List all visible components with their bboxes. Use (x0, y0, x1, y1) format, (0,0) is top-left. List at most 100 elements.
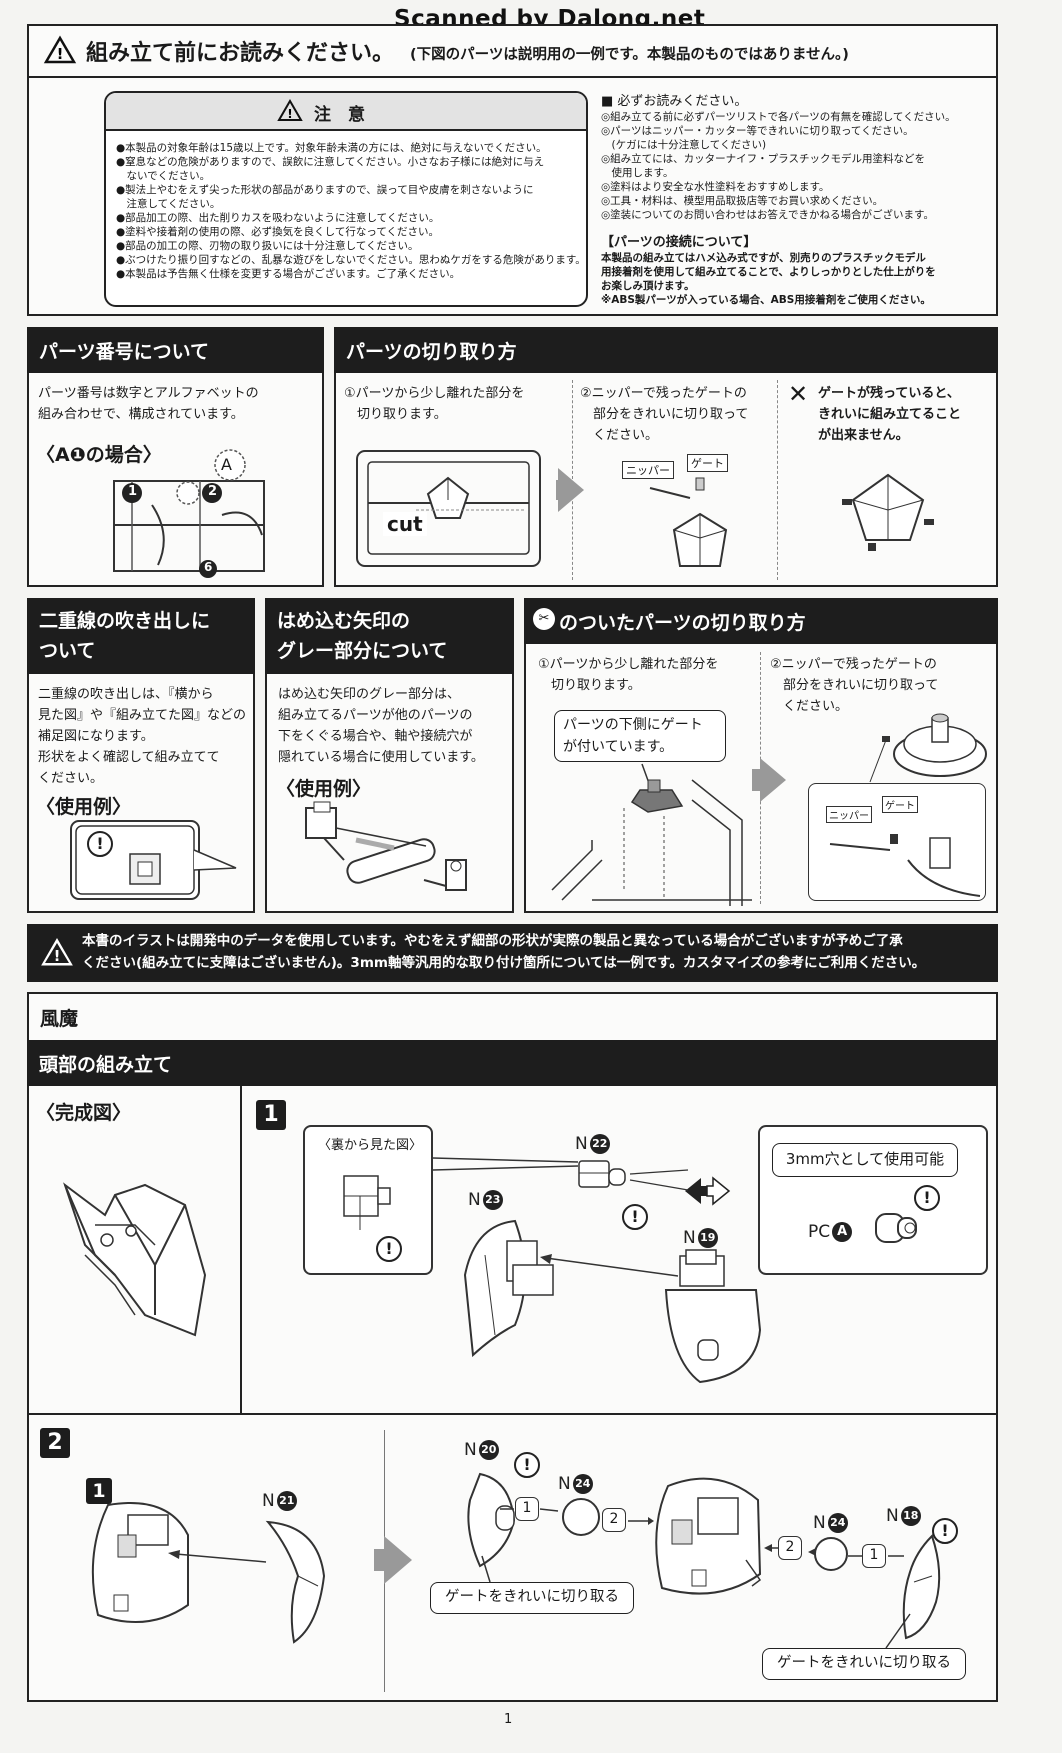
part-numbers-example-label: 〈A❶の場合〉 (36, 444, 162, 466)
gate-tag: ゲート (687, 454, 728, 472)
helmet-assembled-illustration (655, 1477, 762, 1595)
x-mark-icon: ✕ (788, 380, 809, 408)
gate-part-illustration (869, 713, 987, 783)
page-number: 1 (504, 1712, 513, 1727)
gate-underside-callout: パーツの下側にゲート が付いています。 (554, 710, 726, 762)
next-arrow-stem (752, 769, 762, 791)
step-1-badge: 1 (256, 1100, 286, 1130)
caution-item: ●部品の加工の際、刃物の取り扱いには十分注意してください。 (116, 240, 419, 252)
connection-text: 本製品の組み立てはハメ込み式ですが、別売りのプラスチックモデル 用接着剤を使用し… (601, 252, 936, 306)
caution-item: ●塗料や接着剤の使用の際、必ず換気を良くして行なってください。 (116, 226, 440, 238)
cutting-step2: ②ニッパーで残ったゲートの 部分をきれいに切り取って ください。 (580, 386, 749, 443)
caution-list: ●本製品の対象年齢は15歳以上です。対象年齢未満の方には、絶対に与えないでくださ… (116, 141, 586, 281)
next-arrow-stem (374, 1549, 386, 1571)
sub-step-1-badge: 1 (86, 1478, 112, 1504)
gate-mark-icon: ✂ (533, 608, 555, 630)
completed-column-divider (240, 1086, 242, 1414)
read-notes-title: ■ 必ずお読みください。 (601, 94, 748, 109)
step-row-divider (27, 1413, 998, 1415)
next-arrow-icon (384, 1536, 412, 1584)
caution-item: ●部品加工の際、出た削りカスを吸わないように注意してください。 (116, 212, 440, 224)
order-arrows-b (764, 1544, 904, 1557)
gray-arrow-example-label: 〈使用例〉 (276, 778, 372, 800)
assembly-arrow (540, 1254, 679, 1277)
notice-banner (27, 924, 998, 982)
read-note-item: ◎塗装についてのお問い合わせはお答えできかねる場合がございます。 (601, 209, 934, 221)
cutting-step1: ①パーツから少し離れた部分を 切り取ります。 (344, 386, 525, 422)
attention-icon: ! (87, 831, 113, 857)
step-2-badge: 2 (40, 1428, 70, 1458)
order-arrows (500, 1508, 654, 1525)
gate-note-pointer (481, 1555, 491, 1583)
caution-title: 注 意 (314, 105, 365, 125)
cutting-header: パーツの切り取り方 (334, 327, 998, 373)
completed-label: 〈完成図〉 (36, 1102, 132, 1124)
svg-text:!: ! (54, 947, 61, 965)
gate-note-pointer-b (885, 1613, 911, 1649)
next-arrow-stem (556, 480, 566, 500)
marked-parts-header (524, 598, 998, 644)
swap-arrow-icon (685, 1176, 731, 1206)
gate-trim-detail-illustration (829, 834, 981, 897)
attention-icon: ! (914, 1185, 940, 1211)
runner-cut-illustration (356, 450, 541, 567)
double-line-header: 二重線の吹き出しに ついて (27, 598, 255, 674)
back-view-leader-line (432, 1157, 579, 1171)
attention-icon: ! (514, 1452, 540, 1478)
read-note-item: ◎組み立てる前に必ずパーツリストで各パーツの有無を確認してください。 (601, 111, 956, 123)
cutting-warning: ゲートが残っていると、 きれいに組み立てること が出来ません。 (818, 386, 962, 443)
header-row (27, 24, 998, 78)
caution-item: ●製法上やむをえず尖った形状の部品がありますので、誤って目や皮膚を刺さないように… (116, 184, 534, 210)
gray-arrow-title: はめ込む矢印の グレー部分について (277, 610, 448, 662)
order-hex-2: 2 (602, 1508, 626, 1532)
model-name: 風魔 (40, 1008, 79, 1030)
nipper-tag: ニッパー (622, 461, 674, 479)
part-numbers-header: パーツ番号について (27, 327, 324, 373)
read-note-item: ◎工具・材料は、模型用品取扱店等でお買い求めください。 (601, 195, 884, 207)
nipper-tag: ニッパー (826, 806, 872, 823)
read-note-item: ◎塗料はより安全な水性塗料をおすすめします。 (601, 181, 830, 193)
part-n18-illustration (902, 1534, 941, 1640)
read-note-item: ◎パーツはニッパー・カッター等できれいに切り取ってください。 (ケガには十分注意… (601, 125, 914, 151)
part-numbers-title: パーツ番号について (39, 341, 210, 363)
double-line-example-label: 〈使用例〉 (36, 796, 132, 818)
cutting-divider (777, 380, 778, 580)
hole-note-callout: 3mm穴として使用可能 (772, 1143, 958, 1177)
gray-arrow-header: はめ込む矢印の グレー部分について (265, 598, 514, 674)
next-arrow-icon (760, 758, 786, 802)
marked-parts-step2: ②ニッパーで残ったゲートの 部分をきれいに切り取って ください。 (770, 657, 939, 714)
runner-gate-underside-illustration (551, 763, 752, 906)
runner-label-1: 1 (128, 484, 138, 499)
swap-leader-lines (629, 1169, 689, 1191)
part-n24-ball (562, 1498, 600, 1536)
caution-item: ●窒息などの危険がありますので、誤飲に注意してください。小さなお子様には絶対に与… (116, 156, 545, 182)
svg-text:!: ! (287, 107, 292, 121)
connection-title: 【パーツの接続について】 (601, 235, 757, 250)
runner-example-illustration (113, 449, 265, 578)
part-n21-illustration (265, 1520, 326, 1644)
order-hex-1: 1 (515, 1497, 539, 1521)
gray-arrow-text: はめ込む矢印のグレー部分は、 組み立てるパーツが他のパーツの 下をくぐる場合や、… (278, 687, 484, 765)
attention-icon: ! (622, 1204, 648, 1230)
assembly-arrow (168, 1550, 267, 1563)
remaining-gate-illustration (842, 473, 934, 551)
order-hex-1b: 1 (862, 1544, 886, 1568)
gate-tag: ゲート (882, 796, 918, 813)
completed-head-illustration (63, 1182, 207, 1337)
marked-parts-title: のついたパーツの切り取り方 (559, 612, 806, 634)
double-line-text: 二重線の吹き出しは、『横から 見た図』や『組み立てた図』などの 補足図になります… (38, 687, 247, 786)
warning-triangle-icon: ! (43, 35, 77, 64)
part-n19-illustration (664, 1249, 762, 1384)
read-note-item: ◎組み立てには、カッターナイフ・プラスチックモデル用塗料などを 使用します。 (601, 153, 925, 179)
cut-label: cut (383, 512, 427, 536)
order-hex-2b: 2 (778, 1536, 802, 1560)
attention-icon: ! (932, 1518, 958, 1544)
svg-text:!: ! (57, 45, 64, 63)
